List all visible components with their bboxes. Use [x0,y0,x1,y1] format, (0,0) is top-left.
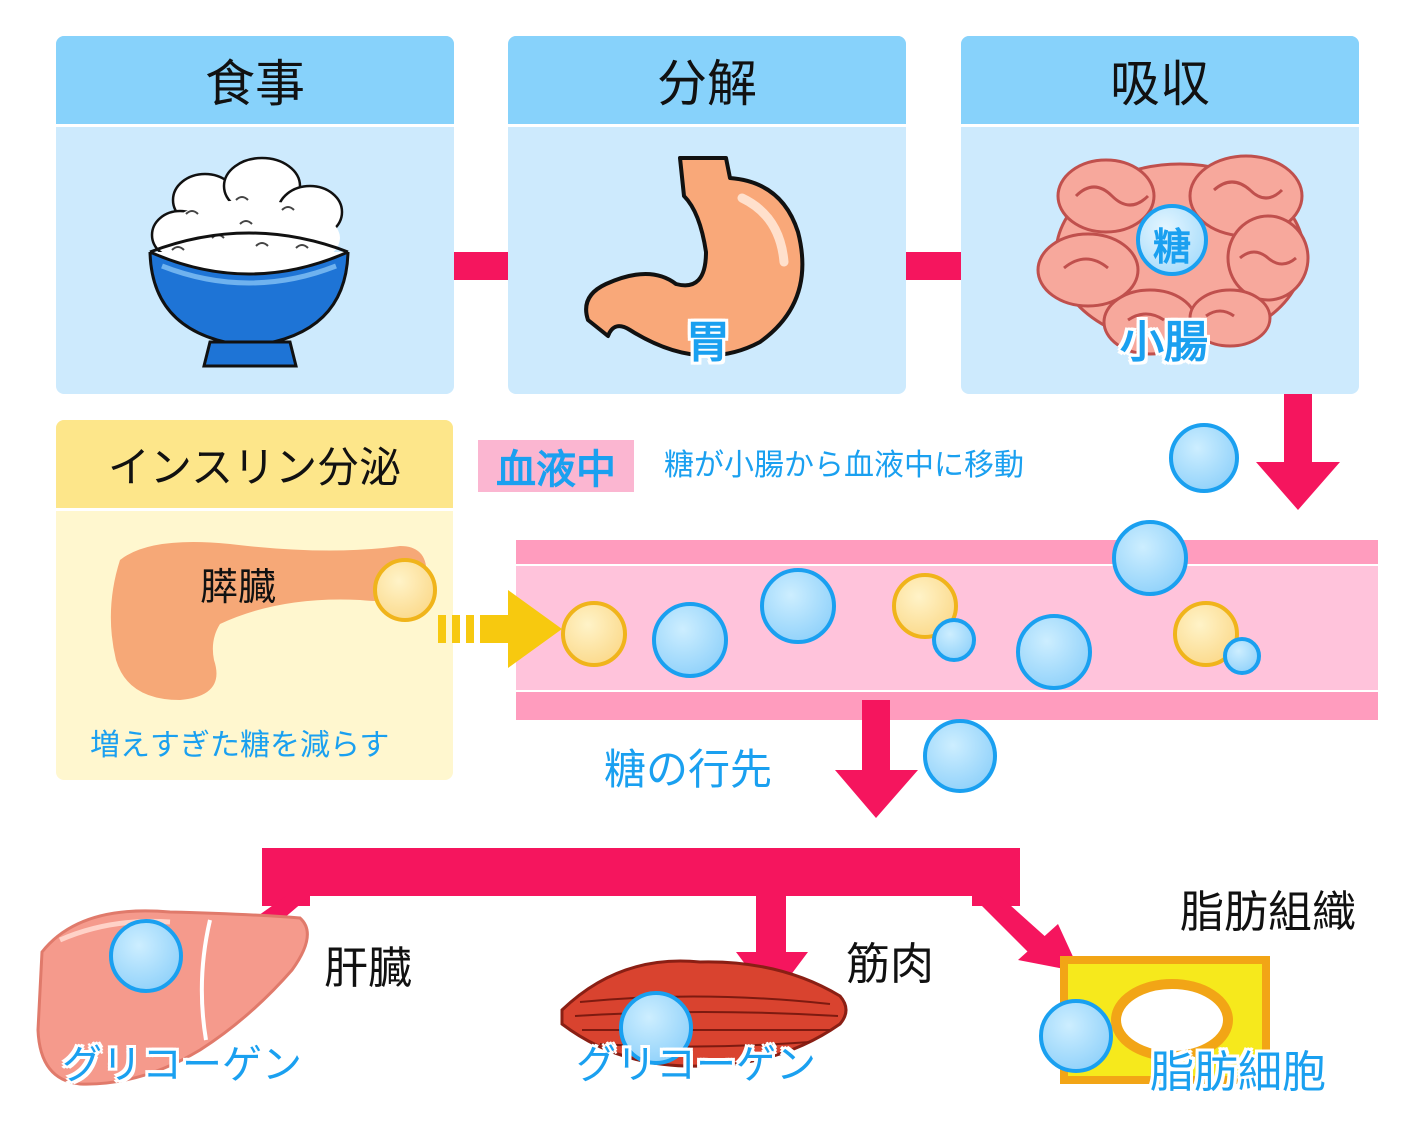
pancreas-label: 膵臓 [200,565,277,609]
liver-glucose-icon [109,919,183,993]
insulin-title: インスリン分泌 [107,442,402,492]
panel-meal: 食事 [56,36,454,394]
blood-move-text: 糖が小腸から血液中に移動 [664,448,1024,483]
blood-tag: 血液中 [496,447,616,493]
glucose-badge-label: 糖 [1152,225,1191,269]
liver-icon [36,909,309,1086]
fat-glucose-icon [1039,999,1113,1073]
insulin-caption: 増えすぎた糖を減らす [90,728,390,763]
destination-heading: 糖の行先 [604,745,773,794]
panel-meal-title: 食事 [56,36,454,127]
muscle-store: グリコーゲン [576,1042,816,1088]
liver-name: 肝臓 [324,943,412,994]
insulin-arrow [438,590,562,668]
pancreas-icon [110,542,427,700]
fat-name: 脂肪組織 [1180,887,1356,938]
liver-store: グリコーゲン [62,1042,302,1088]
arrow-vessel-to-destination [835,700,918,818]
intestine-label: 小腸 [1120,317,1208,368]
fat-store: 脂肪細胞 [1150,1047,1326,1098]
stomach-label: 胃 [686,317,730,368]
glucose-molecules [652,423,1261,793]
arrow-intestine-to-blood [1256,386,1340,510]
muscle-name: 筋肉 [846,939,934,990]
blood-tag-bg [478,440,634,492]
panel-digestion-title: 分解 [508,36,906,127]
muscle-glucose-icon [619,991,693,1065]
panel-absorption-title: 吸収 [961,36,1359,127]
insulin-molecules [373,558,1239,667]
